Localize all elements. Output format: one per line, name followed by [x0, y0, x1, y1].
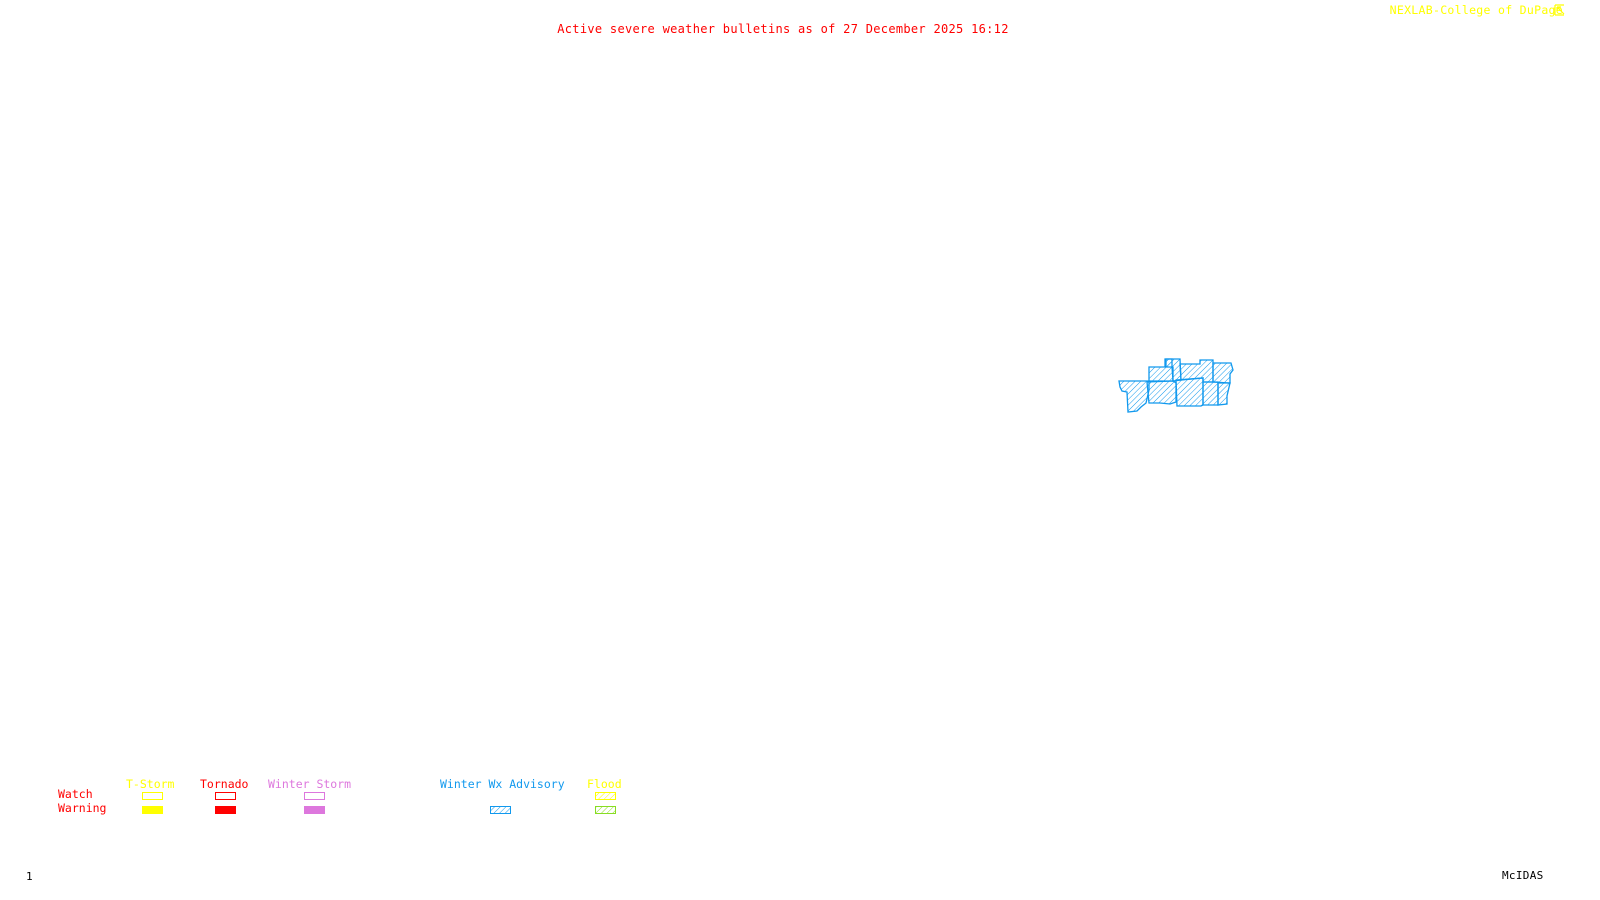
tstorm-watch-swatch: [142, 792, 163, 800]
winter-wx-advisory-swatch: [490, 806, 511, 814]
legend-warning-row-label: Warning: [58, 801, 107, 815]
frame-number: 1: [26, 870, 33, 883]
legend-winter-wx-advisory-label: Winter Wx Advisory: [440, 777, 565, 791]
legend-winter-storm-label: Winter Storm: [268, 777, 352, 791]
software-label: McIDAS: [1502, 869, 1544, 882]
cod-logo-icon: [1554, 4, 1565, 16]
winter-wx-advisory-area: [1118, 358, 1234, 413]
flood-watch-swatch: [595, 792, 616, 800]
advisory-county: [1212, 362, 1234, 384]
tornado-warning-swatch: [215, 806, 236, 814]
flood-warning-swatch: [595, 806, 616, 814]
tornado-watch-swatch: [215, 792, 236, 800]
advisory-county: [1217, 382, 1231, 406]
advisory-county: [1118, 380, 1150, 413]
legend-tstorm-label: T-Storm: [126, 777, 175, 791]
winter-storm-warning-swatch: [304, 806, 325, 814]
advisory-county: [1146, 380, 1177, 405]
legend-watch-row-label: Watch: [58, 787, 93, 801]
bulletin-title: Active severe weather bulletins as of 27…: [557, 22, 1009, 36]
legend-flood-label: Flood: [587, 777, 622, 791]
tstorm-warning-swatch: [142, 806, 163, 814]
credit-label: NEXLAB-College of DuPage: [1389, 3, 1563, 17]
winter-storm-watch-swatch: [304, 792, 325, 800]
legend-tornado-label: Tornado: [200, 777, 249, 791]
advisory-county: [1202, 381, 1219, 406]
advisory-county: [1175, 377, 1204, 407]
